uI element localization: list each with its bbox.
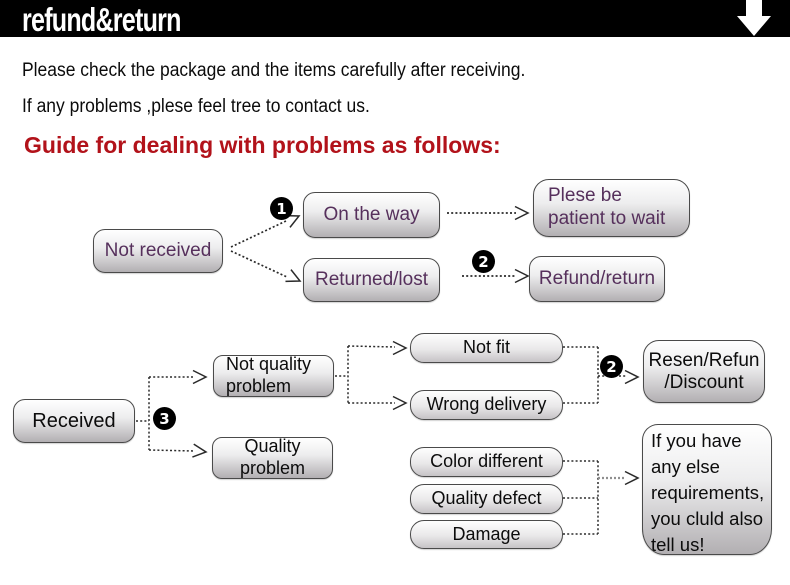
node-quality-problem: Quality problem [212, 436, 333, 479]
node-not-fit: Not fit [410, 333, 563, 363]
step-badge-2: 2 [472, 250, 495, 273]
intro-line-2: If any problems ,plese feel tree to cont… [22, 96, 370, 117]
step-badge-1: 1 [270, 197, 293, 220]
banner-title: refund&return [22, 1, 181, 38]
node-refund-return: Refund/return [529, 256, 665, 302]
node-not-quality-problem: Not quality problem [213, 354, 334, 397]
node-on-the-way: On the way [303, 192, 440, 238]
node-returned-lost: Returned/lost [303, 258, 440, 302]
node-damage: Damage [410, 520, 563, 549]
down-arrow-icon [737, 0, 771, 36]
step-badge-2b: 2 [600, 355, 623, 378]
node-quality-defect: Quality defect [410, 484, 563, 514]
node-resend-refund-discount: Resen/Refun /Discount [643, 340, 765, 403]
node-not-received: Not received [93, 229, 223, 273]
banner: refund&return [0, 0, 790, 38]
flow1-lines [230, 212, 516, 278]
step-badge-3: 3 [153, 407, 176, 430]
node-please-be-patient: Plese be patient to wait [533, 179, 690, 237]
node-received: Received [13, 399, 135, 443]
guide-heading: Guide for dealing with problems as follo… [24, 132, 501, 158]
node-color-different: Color different [410, 447, 563, 477]
intro-line-1: Please check the package and the items c… [22, 60, 526, 81]
node-wrong-delivery: Wrong delivery [410, 390, 563, 420]
node-requirements-note: If you have any else requirements, you c… [642, 424, 772, 555]
